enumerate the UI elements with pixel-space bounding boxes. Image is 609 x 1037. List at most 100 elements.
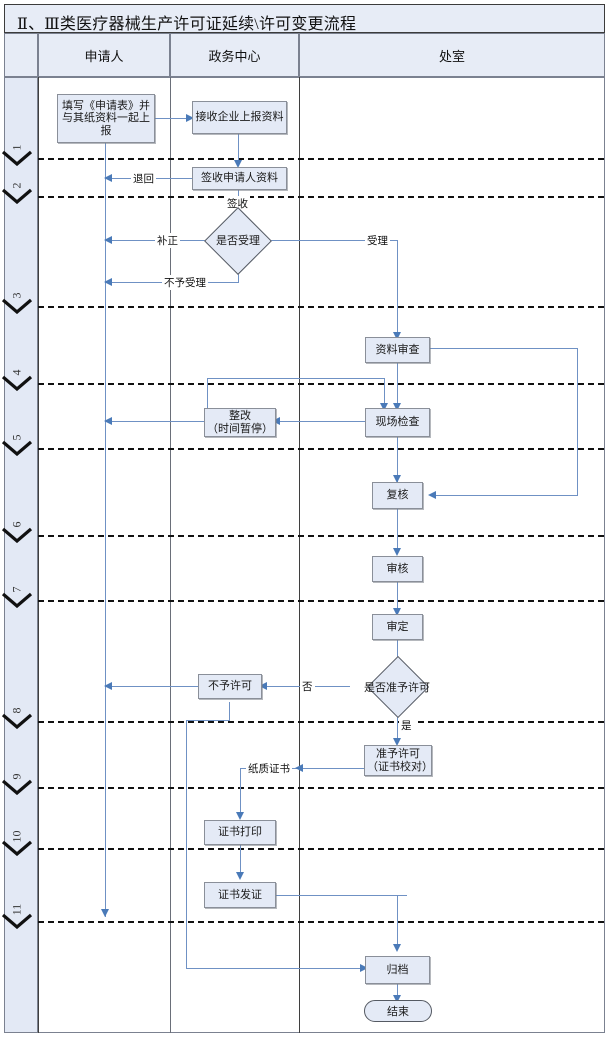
lane-sep-1 — [170, 77, 171, 1033]
flow-body-frame — [4, 77, 605, 1033]
arrow-no-to-nopermit — [259, 682, 267, 690]
arrow-supplement-to-applicant — [104, 236, 112, 244]
edge-rectify-loop-across — [207, 378, 385, 380]
arrow-audit-to-decide — [393, 608, 401, 616]
arrow-onsite-to-recheck — [393, 475, 401, 483]
edge-decide-to-permit — [397, 640, 399, 666]
edge-archive-to-end — [397, 984, 399, 999]
step-chevron-6 — [2, 527, 32, 543]
arrow-notaccept-to-applicant — [104, 278, 112, 286]
edge-label-accepted: 受理 — [365, 233, 390, 248]
node-material-review[interactable]: 资料审查 — [365, 337, 430, 363]
edge-nopermit-down — [229, 702, 231, 721]
header-cell-applicant: 申请人 — [38, 33, 170, 77]
arrow-paper-to-print — [236, 812, 244, 820]
arrow-receive-to-sign — [234, 160, 242, 168]
phase-divider-5 — [38, 448, 604, 450]
node-grant-permit[interactable]: 准予许可 （证书校对） — [364, 745, 433, 776]
edge-audit-to-decide — [397, 582, 399, 612]
arrow-onsite-to-rectify — [272, 417, 280, 425]
node-sign-receipt[interactable]: 签收申请人资料 — [192, 167, 287, 190]
edge-label-signed: 签收 — [225, 196, 250, 211]
edge-review-to-onsite — [397, 363, 399, 413]
arrow-applicant-lifeline-end — [101, 909, 109, 917]
edge-label-yes: 是 — [399, 718, 414, 733]
arrow-issue-to-archive — [393, 944, 401, 952]
edge-label-paper-cert: 纸质证书 — [246, 761, 292, 776]
node-rectify-line1: 整改 — [229, 410, 251, 422]
edge-issue-down — [397, 895, 399, 948]
node-receive-materials[interactable]: 接收企业上报资料 — [192, 101, 287, 134]
header-cell-office: 处室 — [299, 33, 605, 77]
header-cell-affairs-center: 政务中心 — [170, 33, 299, 77]
node-archive[interactable]: 归档 — [365, 956, 430, 984]
node-end[interactable]: 结束 — [364, 1000, 432, 1022]
edge-issue-right — [275, 895, 407, 897]
step-chevron-4 — [2, 375, 32, 391]
arrow-print-to-issue — [236, 872, 244, 880]
step-chevron-9 — [2, 779, 32, 795]
lane-sep-0 — [38, 77, 39, 1033]
phase-divider-9 — [38, 787, 604, 789]
phase-divider-2 — [38, 196, 604, 198]
arrow-fillform-to-receive — [186, 114, 194, 122]
edge-review-down-right — [577, 348, 579, 496]
edge-yes-down — [397, 707, 399, 743]
phase-divider-4 — [38, 383, 604, 385]
edge-label-no: 否 — [300, 679, 315, 694]
decision-permit-label: 是否准予许可 — [364, 682, 430, 694]
node-grant-permit-line1: 准予许可 — [376, 748, 420, 760]
arrow-review-to-onsite — [393, 403, 401, 411]
step-number-column — [4, 77, 38, 1033]
step-chevron-10 — [2, 840, 32, 856]
arrow-nopermit-to-archive — [360, 964, 368, 972]
edge-nopermit-to-applicant — [106, 686, 198, 688]
edge-recheck-to-audit — [397, 509, 399, 554]
step-chevron-11 — [2, 913, 32, 929]
arrow-yes-to-grant — [393, 738, 401, 746]
arrow-review-to-recheck — [428, 491, 436, 499]
edge-review-right — [430, 348, 578, 350]
step-chevron-3 — [2, 298, 32, 314]
edge-nopermit-left — [186, 720, 230, 722]
edge-label-supplement: 补正 — [155, 233, 180, 248]
node-rectify[interactable]: 整改 （时间暂停） — [204, 408, 276, 437]
arrow-return-to-applicant — [104, 174, 112, 182]
node-issue-cert[interactable]: 证书发证 — [204, 882, 276, 908]
edge-rectify-loop-up — [207, 378, 209, 409]
phase-divider-1 — [38, 158, 604, 160]
edge-nopermit-long-down — [186, 720, 188, 969]
edge-rectify-to-applicant — [106, 421, 204, 423]
node-print-cert[interactable]: 证书打印 — [204, 820, 276, 845]
lane-sep-2 — [299, 77, 300, 1033]
header-cell-step — [4, 33, 38, 77]
edge-fillform-to-receive — [155, 118, 188, 120]
step-chevron-5 — [2, 440, 32, 456]
node-onsite-check[interactable]: 现场检查 — [365, 408, 430, 437]
arrow-accept-to-review — [393, 332, 401, 340]
decision-accept-label: 是否受理 — [216, 235, 260, 247]
phase-divider-3 — [38, 306, 604, 308]
edge-accept-right — [268, 240, 398, 242]
phase-divider-10 — [38, 848, 604, 850]
arrow-archive-to-end — [393, 995, 401, 1003]
node-fill-form[interactable]: 填写《申请表》并与其纸资料一起上报 — [57, 94, 155, 143]
arrow-rectify-loop-to-onsite — [380, 403, 388, 411]
step-chevron-2 — [2, 188, 32, 204]
node-approve-decide[interactable]: 审定 — [372, 614, 423, 640]
edge-review-into-recheck — [433, 495, 578, 497]
node-recheck[interactable]: 复核 — [372, 482, 423, 509]
phase-divider-7 — [38, 600, 604, 602]
step-chevron-1 — [2, 150, 32, 166]
node-audit[interactable]: 审核 — [372, 556, 423, 582]
edge-rectify-loop-down — [384, 378, 386, 408]
step-chevron-8 — [2, 713, 32, 729]
node-no-permit[interactable]: 不予许可 — [198, 674, 262, 699]
phase-divider-11 — [38, 921, 604, 923]
page-title: Ⅱ、Ⅲ类医疗器械生产许可证延续\许可变更流程 — [17, 16, 357, 33]
edge-accept-down — [397, 240, 399, 337]
phase-divider-8 — [38, 721, 604, 723]
node-grant-permit-line2: （证书校对） — [367, 760, 433, 773]
node-rectify-line2: （时间暂停） — [207, 422, 273, 435]
